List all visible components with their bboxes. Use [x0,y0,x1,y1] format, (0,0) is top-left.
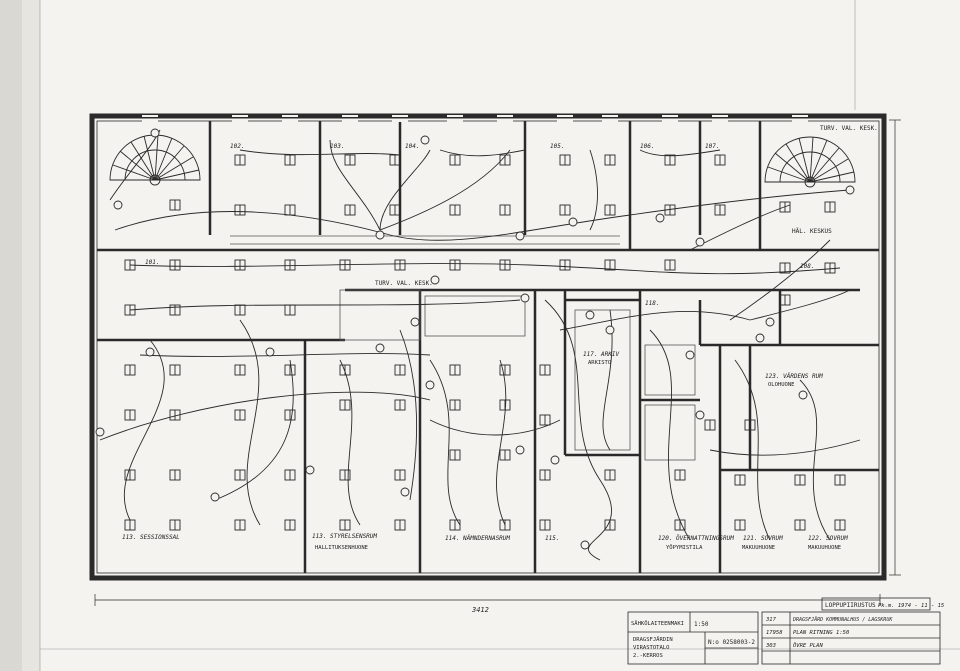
thin-walls [230,235,696,461]
junction-box [520,293,530,303]
junction-box [685,350,695,360]
office-name: SÄHKÖLAITEENMAKI [631,620,684,627]
junction-box [550,455,560,465]
title-block-text: SÄHKÖLAITEENMAKI 1:50 DRAGSFJÄRDIN VIRAS… [631,616,893,659]
code-2: 17958 [766,630,783,636]
approval-stamp: LOPPUPIIRUSTUS Pk.m. 1974 - 11 - 15 [821,597,944,611]
room-114-label: 114. NÄMNDERNASRUM [445,535,510,542]
junction-box [798,390,808,400]
floor-name: 2.-KERROS [633,653,663,659]
room-120-label: 120. ÖVERNATTNINGSRUM [658,535,734,542]
room-108-label: 108. [800,263,814,270]
hal-keskus-label: HÄL. KESKUS [792,228,832,235]
room-121-label: 121. SOVRUM [743,535,783,542]
room-107-label: 107. [705,143,719,150]
room-115-label: 115. [545,535,559,542]
hallitus-label: HALLITUKSENHUONE [315,545,368,551]
room-118-label: 118. [645,300,659,307]
junction-box [845,185,855,195]
room-101-label: 101. [145,259,159,266]
turv-val-kesk-top-label: TURV. VAL. KESK. [820,125,878,132]
room-123-label: 123. VÄRDENS RUM [765,373,823,380]
junction-box [150,128,160,138]
room-117-label: 117. ARKIV [583,351,620,358]
junction-box [305,465,315,475]
outer-walls [89,113,887,581]
junction-box [515,445,525,455]
stamp-date: Pk.m. 1974 - 11 - 15 [878,603,944,609]
olohuone-label: OLOHUONE [768,382,795,388]
room-103-label: 103. [330,143,344,150]
dimension-value: 3412 [471,606,489,614]
revision-line-1: DRAGSFJÄRD KOMMUNALHUS / LAGSKRUK [792,616,893,623]
makuuhuone-2-label: MAKUUHUONE [808,545,841,551]
room-113b-label: 113. STYRELSENSRUM [312,533,377,540]
junction-box [400,487,410,497]
room-finnish-labels: HALLITUKSENHUONE YÖPYMISTILA MAKUUHUONE … [315,360,841,551]
junction-box [95,427,105,437]
wiring [99,129,861,561]
junction-box [580,540,590,550]
junction-box [425,380,435,390]
title-block [627,611,941,665]
place-name: DRAGSFJÄRDIN [633,636,673,643]
room-labels: 102. 103. 104. 105. 106. 107. 101. 108. … [122,143,848,542]
arkisto-label: ARKISTO [588,360,611,366]
revision-line-2: PLAN RITNING 1:50 [793,630,850,636]
stamp-title: LOPPUPIIRUSTUS [825,602,876,609]
room-105-label: 105. [550,143,564,150]
junction-box [210,492,220,502]
junction-box [655,213,665,223]
junction-box [113,200,123,210]
junction-box [568,217,578,227]
code-1: 317 [765,617,777,623]
scale: 1:50 [694,621,709,628]
turv-val-kesk-mid-label: TURV. VAL. KESK. [375,280,433,287]
building-name: VIRASTOTALO [633,645,669,651]
junction-box [695,237,705,247]
junction-box [765,317,775,327]
left-scan-shadow [0,0,22,671]
junction-box [265,347,275,357]
interior-walls [97,121,879,573]
junction-box [375,343,385,353]
junction-box [375,230,385,240]
junction-box [605,325,615,335]
makuuhuone-1-label: MAKUUHUONE [742,545,775,551]
junction-box [695,410,705,420]
left-scan-shadow-2 [22,0,40,671]
junction-box [420,135,430,145]
room-104-label: 104. [405,143,419,150]
code-3: 303 [765,643,776,649]
panel-labels: TURV. VAL. KESK. TURV. VAL. KESK. HÄL. K… [375,125,878,287]
spiral-stair-right [764,136,856,188]
room-122-label: 122. SOVRUM [808,535,848,542]
room-102-label: 102. [230,143,244,150]
junction-box [585,310,595,320]
room-113-label: 113. SESSIONSSAL [122,534,180,541]
yopymistila-label: YÖPYMISTILA [666,544,703,551]
dimension-line [94,119,901,606]
junction-box [145,347,155,357]
window-marks [142,115,808,122]
junction-box [410,317,420,327]
junction-box [430,275,440,285]
revision-line-3: ÖVRE PLAN [793,642,823,649]
sheet-frame [39,0,960,671]
junction-box [755,333,765,343]
drawing-number: N:o 0258003-2 [708,639,755,646]
room-106-label: 106. [640,143,654,150]
junction-box [515,231,525,241]
junction-boxes [95,128,855,550]
